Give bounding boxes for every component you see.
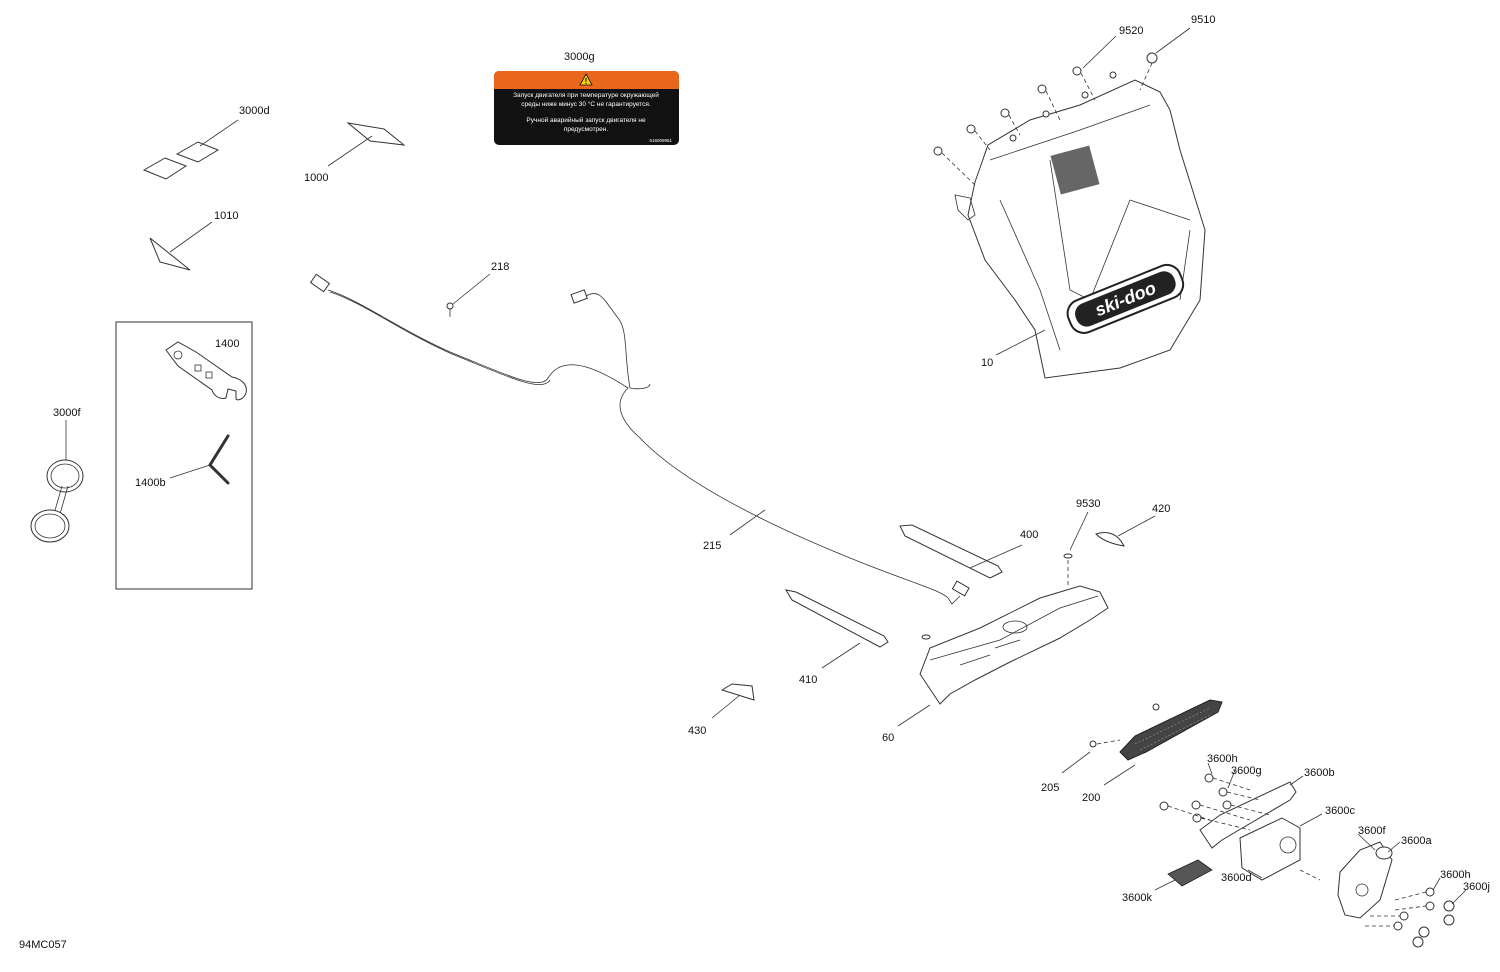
warning-triangle-icon: ! — [579, 73, 593, 86]
wiring-harness-215 — [309, 273, 970, 605]
callout-3600g: 3600g — [1231, 765, 1262, 777]
callout-3600h: 3600h — [1207, 753, 1238, 765]
callout-labels: 3000g 3000d 1000 1010 218 1400 3000f 140… — [19, 14, 1490, 951]
callout-1000: 1000 — [304, 172, 328, 184]
callout-10: 10 — [981, 357, 993, 369]
decal-3000d — [142, 141, 220, 180]
callout-3000g: 3000g — [564, 51, 595, 63]
callout-1400: 1400 — [215, 338, 239, 350]
callout-1010: 1010 — [214, 210, 238, 222]
wrench-1400 — [165, 341, 247, 401]
callout-410: 410 — [799, 674, 817, 686]
callout-3000d: 3000d — [239, 105, 270, 117]
screw-9530 — [1063, 553, 1073, 588]
reflector-3600k — [1167, 859, 1213, 887]
callout-218: 218 — [491, 261, 509, 273]
tool-kit-frame — [115, 321, 253, 590]
callout-3600b: 3600b — [1304, 767, 1335, 779]
decal-line-1: Запуск двигателя при температуре окружаю… — [513, 91, 659, 99]
leader-lines — [65, 27, 1467, 905]
decal-line-2: среды ниже минус 30 °C не гарантируется. — [521, 100, 651, 108]
decal-1010 — [149, 237, 191, 271]
callout-215: 215 — [703, 540, 721, 552]
washer-9510 — [1146, 52, 1158, 64]
callout-3600d: 3600d — [1221, 872, 1252, 884]
decal-1000 — [346, 122, 406, 146]
decal-line-3: Ручной аварийный запуск двигателя не — [526, 116, 646, 124]
callout-9520: 9520 — [1119, 25, 1143, 37]
lens-430 — [720, 683, 755, 701]
drawing-id: 94MC057 — [19, 939, 67, 951]
svg-text:!: ! — [585, 77, 588, 86]
callout-400: 400 — [1020, 529, 1038, 541]
callout-205: 205 — [1041, 782, 1059, 794]
callout-60: 60 — [882, 732, 894, 744]
vent-grille — [1050, 145, 1100, 195]
callout-3000f: 3000f — [53, 407, 81, 419]
callout-3600j: 3600j — [1463, 881, 1490, 893]
callout-3600k: 3600k — [1122, 892, 1152, 904]
callout-420: 420 — [1152, 503, 1170, 515]
lens-400 — [899, 524, 1003, 579]
hex-key-1400b — [208, 434, 230, 485]
decal-line-4: предусмотрен. — [564, 126, 609, 133]
lens-410 — [784, 589, 889, 648]
hitch-assembly-3600 — [1159, 773, 1455, 948]
callout-1400b: 1400b — [135, 477, 166, 489]
callout-3600f: 3600f — [1358, 825, 1386, 837]
screw-205 — [1089, 703, 1160, 748]
decal-code: 516009951 — [649, 138, 672, 143]
callout-3600h-2: 3600h — [1440, 869, 1471, 881]
warning-decal-3000g: ! Запуск двигателя при температуре окруж… — [494, 71, 679, 145]
rivets-9520 — [933, 66, 1117, 156]
reflector-200 — [1119, 699, 1223, 761]
rear-flap-10: ski-doo — [954, 79, 1206, 379]
lens-420 — [1095, 532, 1125, 547]
callout-9530: 9530 — [1076, 498, 1100, 510]
callout-9510: 9510 — [1191, 14, 1215, 26]
mirror-3000f — [30, 459, 84, 543]
callout-200: 200 — [1082, 792, 1100, 804]
callout-430: 430 — [688, 725, 706, 737]
callout-3600a: 3600a — [1401, 835, 1432, 847]
clip-218 — [446, 302, 454, 317]
callout-3600c: 3600c — [1325, 805, 1355, 817]
taillight-housing-60 — [919, 585, 1109, 705]
screw-60a — [921, 634, 931, 640]
